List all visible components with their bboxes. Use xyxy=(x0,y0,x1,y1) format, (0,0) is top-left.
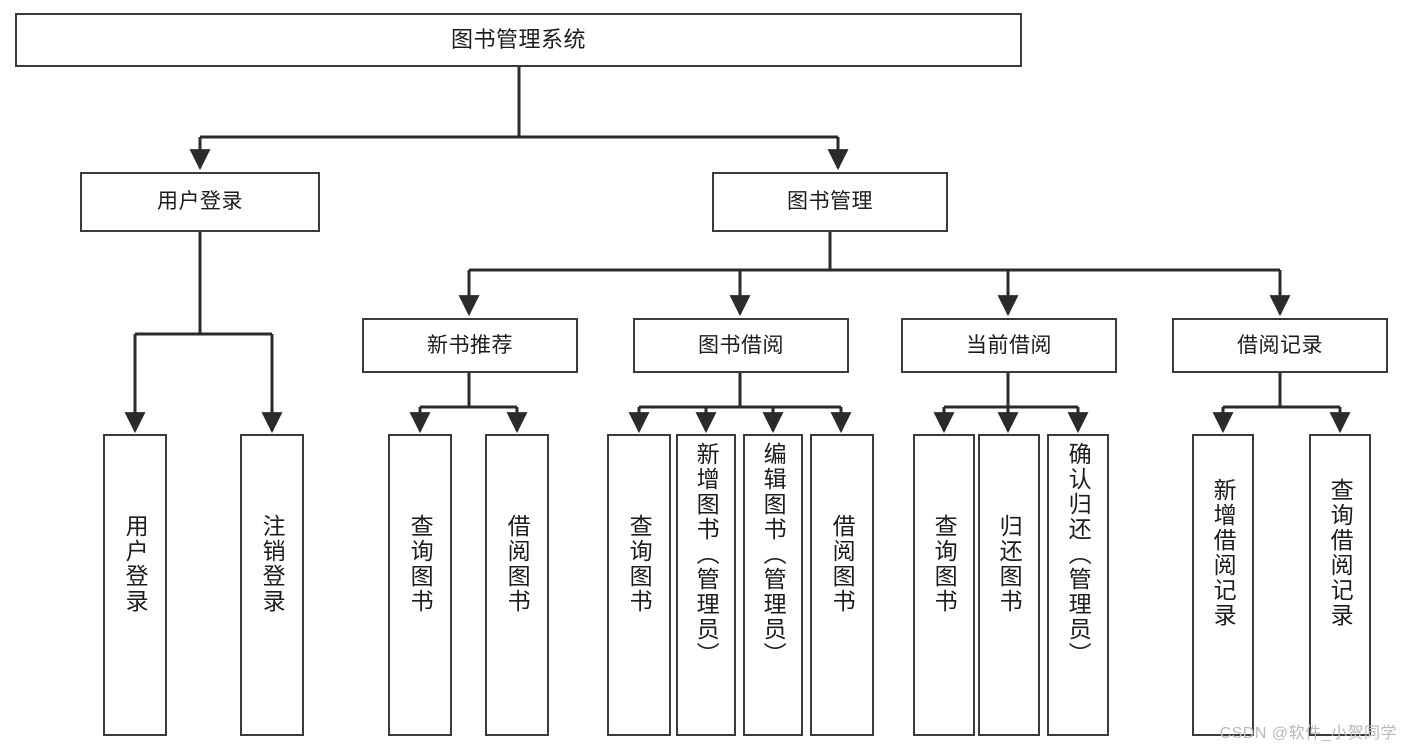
leaf-borrow-book-1-label: 借阅图书 xyxy=(504,514,531,614)
leaf-borrow-book-1[interactable]: 借阅图书 xyxy=(485,434,549,736)
leaf-user-login[interactable]: 用户登录 xyxy=(103,434,167,736)
node-book-manage[interactable]: 图书管理 xyxy=(712,172,948,232)
node-new-book-rec[interactable]: 新书推荐 xyxy=(362,318,578,373)
leaf-query-book-3-label: 查询图书 xyxy=(931,514,958,614)
node-book-borrow[interactable]: 图书借阅 xyxy=(633,318,849,373)
leaf-return-book-label: 归还图书 xyxy=(996,514,1023,614)
leaf-borrow-book-2-label: 借阅图书 xyxy=(829,514,856,614)
leaf-add-record-label: 新增借阅记录 xyxy=(1210,478,1237,628)
leaf-edit-book-label: 编辑图书（管理员） xyxy=(760,442,787,667)
node-user-login[interactable]: 用户登录 xyxy=(80,172,320,232)
node-root-label: 图书管理系统 xyxy=(450,26,586,52)
leaf-query-record-label: 查询借阅记录 xyxy=(1327,478,1354,628)
leaf-query-book-1-label: 查询图书 xyxy=(407,514,434,614)
node-new-book-rec-label: 新书推荐 xyxy=(427,333,513,357)
node-root[interactable]: 图书管理系统 xyxy=(15,13,1022,67)
csdn-watermark: CSDN @软件_小贺同学 xyxy=(1219,725,1397,742)
leaf-confirm-return[interactable]: 确认归还（管理员） xyxy=(1047,434,1109,736)
leaf-user-login-label: 用户登录 xyxy=(122,514,149,614)
leaf-logout[interactable]: 注销登录 xyxy=(240,434,304,736)
leaf-query-book-3[interactable]: 查询图书 xyxy=(913,434,975,736)
node-user-login-label: 用户登录 xyxy=(157,190,243,214)
node-current-borrow[interactable]: 当前借阅 xyxy=(901,318,1117,373)
leaf-logout-label: 注销登录 xyxy=(259,514,286,614)
leaf-add-book[interactable]: 新增图书（管理员） xyxy=(676,434,736,736)
leaf-add-book-label: 新增图书（管理员） xyxy=(693,442,720,667)
leaf-query-book-2[interactable]: 查询图书 xyxy=(607,434,671,736)
leaf-borrow-book-2[interactable]: 借阅图书 xyxy=(810,434,874,736)
leaf-return-book[interactable]: 归还图书 xyxy=(978,434,1040,736)
leaf-add-record[interactable]: 新增借阅记录 xyxy=(1192,434,1254,736)
leaf-query-book-1[interactable]: 查询图书 xyxy=(388,434,452,736)
leaf-confirm-return-label: 确认归还（管理员） xyxy=(1065,442,1092,667)
node-book-manage-label: 图书管理 xyxy=(787,190,873,214)
node-borrow-record[interactable]: 借阅记录 xyxy=(1172,318,1388,373)
node-current-borrow-label: 当前借阅 xyxy=(966,333,1052,357)
node-borrow-record-label: 借阅记录 xyxy=(1237,333,1323,357)
leaf-query-book-2-label: 查询图书 xyxy=(626,514,653,614)
node-book-borrow-label: 图书借阅 xyxy=(698,333,784,357)
leaf-edit-book[interactable]: 编辑图书（管理员） xyxy=(743,434,803,736)
leaf-query-record[interactable]: 查询借阅记录 xyxy=(1309,434,1371,736)
